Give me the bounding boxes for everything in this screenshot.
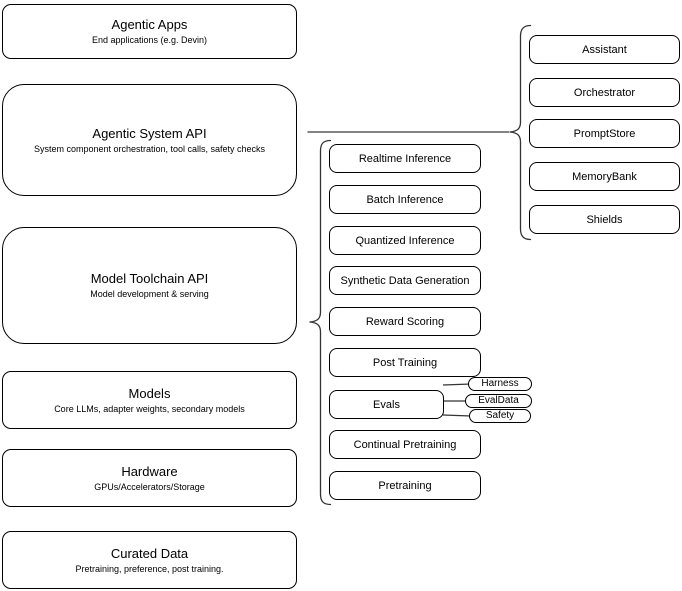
box-evals: Evals <box>329 390 444 419</box>
box-model-toolchain-api: Model Toolchain API Model development & … <box>2 227 297 344</box>
box-label: Quantized Inference <box>355 234 455 247</box>
evals-to-harness-connector <box>442 383 472 386</box>
box-label: Orchestrator <box>573 86 636 99</box>
box-subtitle: End applications (e.g. Devin) <box>91 35 208 45</box>
box-label: Evals <box>373 398 400 411</box>
box-pretraining: Pretraining <box>329 471 481 500</box>
box-curated-data: Curated Data Pretraining, preference, po… <box>2 531 297 589</box>
box-title: Models <box>128 385 171 401</box>
box-label: Reward Scoring <box>365 315 445 328</box>
box-label: Continual Pretraining <box>353 438 457 451</box>
box-subtitle: Model development & serving <box>90 289 209 299</box>
box-models: Models Core LLMs, adapter weights, secon… <box>2 371 297 429</box>
toolchain-brace <box>309 139 332 506</box>
box-title: Agentic Apps <box>111 17 188 32</box>
box-shields: Shields <box>529 205 680 234</box>
box-label: PromptStore <box>573 127 636 140</box>
box-label: Shields <box>586 213 623 226</box>
box-title: Curated Data <box>110 545 189 561</box>
pill-safety: Safety <box>469 409 531 423</box>
pill-label: Harness <box>481 378 519 389</box>
pill-label: Safety <box>485 410 515 421</box>
box-batch-inference: Batch Inference <box>329 185 481 214</box>
box-subtitle: System component orchestration, tool cal… <box>33 143 266 154</box>
box-agentic-system-api: Agentic System API System component orch… <box>2 84 297 196</box>
box-quantized-inference: Quantized Inference <box>329 226 481 255</box>
system-components-brace <box>509 24 532 241</box>
box-memorybank: MemoryBank <box>529 162 680 191</box>
box-subtitle: Core LLMs, adapter weights, secondary mo… <box>54 403 245 414</box>
box-post-training: Post Training <box>329 348 481 377</box>
box-assistant: Assistant <box>529 35 680 64</box>
box-label: Assistant <box>582 43 627 56</box>
box-reward-scoring: Reward Scoring <box>329 307 481 336</box>
box-realtime-inference: Realtime Inference <box>329 144 481 173</box>
pill-label: EvalData <box>478 395 519 406</box>
box-orchestrator: Orchestrator <box>529 78 680 107</box>
box-label: MemoryBank <box>572 170 637 183</box>
box-continual-pretraining: Continual Pretraining <box>329 430 481 459</box>
pill-harness: Harness <box>468 377 532 391</box>
box-label: Post Training <box>372 356 438 369</box>
box-hardware: Hardware GPUs/Accelerators/Storage <box>2 449 297 507</box>
box-label: Batch Inference <box>366 193 444 206</box>
box-synthetic-data-generation: Synthetic Data Generation <box>329 266 481 295</box>
pill-evaldata: EvalData <box>465 394 532 408</box>
box-title: Agentic System API <box>92 125 207 141</box>
box-title: Hardware <box>121 463 178 479</box>
box-title: Model Toolchain API <box>90 271 209 286</box>
box-agentic-apps: Agentic Apps End applications (e.g. Devi… <box>2 4 297 59</box>
box-label: Synthetic Data Generation <box>340 274 470 287</box>
evals-to-safety-connector <box>442 414 472 417</box>
box-label: Pretraining <box>378 479 432 492</box>
box-subtitle: Pretraining, preference, post training. <box>75 563 224 574</box>
box-label: Realtime Inference <box>358 152 452 165</box>
box-promptstore: PromptStore <box>529 119 680 148</box>
box-subtitle: GPUs/Accelerators/Storage <box>94 481 205 492</box>
